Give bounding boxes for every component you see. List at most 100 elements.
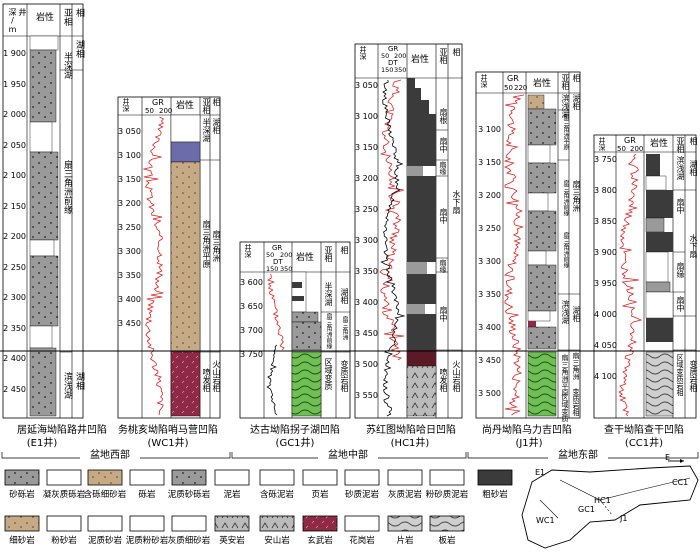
wc1-subfacies-header: 亚相 (202, 98, 211, 114)
depth-tick: 3 150 (355, 143, 378, 152)
depth-tick: 3 750 (594, 155, 617, 164)
region-central: 盆地中部 (318, 446, 378, 461)
cc1-depth-header: 井深 (598, 137, 606, 151)
legend-label: 灰质泥岩 (387, 490, 422, 500)
j1-facies-3: 湖相 (572, 306, 581, 322)
gc1-gr-label: GR (272, 244, 283, 252)
depth-tick: 3 450 (355, 329, 378, 338)
cc1-subfacies-3: 扇缘 (676, 262, 685, 278)
depth-tick: 3 350 (355, 267, 378, 276)
legend-label: 花岗岩 (349, 536, 375, 546)
depth-tick: 3 600 (240, 278, 263, 287)
e1-facies-1: 湖相 (74, 40, 84, 58)
wc1-gr-min: 50 (145, 107, 154, 115)
j1-subfacies-5: 滨浅湖 (561, 300, 570, 324)
depth-tick: 3 500 (355, 360, 378, 369)
legend-label: 凝灰质砾岩 (42, 490, 86, 500)
j1-subfacies-6: 扇三角洲平原 (561, 354, 569, 396)
depth-tick: 2 050 (3, 140, 26, 150)
legend-label: 砂砾岩 (9, 490, 35, 500)
cc1-facies-header: 相 (689, 137, 698, 145)
legend-swatch (344, 469, 380, 486)
depth-tick: 3 450 (118, 319, 141, 328)
hc1-dt-min: 150 (381, 66, 394, 74)
cc1-caption: 查干坳陷查干凹陷 (604, 425, 684, 436)
wc1-gr-label: GR (152, 98, 164, 107)
depth-tick: 3 500 (478, 389, 501, 398)
legend-label: 含砾泥岩 (259, 490, 294, 500)
e1-subfacies-1: 半深湖 (62, 52, 72, 79)
wc1-facies-3: 火山岩相 (212, 360, 221, 392)
hc1-subfacies-4: 扇中 (439, 208, 448, 224)
region-east: 盆地东部 (548, 446, 608, 461)
legend-swatch (429, 515, 465, 532)
j1-gr-label: GR (507, 74, 519, 83)
depth-tick: 2 300 (3, 293, 26, 302)
e1-caption-sub: (E1井) (26, 438, 58, 449)
depth-tick: 3 400 (478, 323, 501, 332)
depth-tick: 3 250 (118, 223, 141, 232)
cc1-subfacies-4: 扇中 (676, 296, 685, 312)
depth-tick: 3 650 (240, 302, 263, 311)
wc1-subfacies-3: 喷发相 (202, 368, 211, 392)
gc1-caption: 达古坳陷拐子湖凹陷 (250, 425, 340, 436)
map-well-wc1: WC1 (536, 516, 555, 525)
hc1-subfacies-header: 亚相 (439, 48, 448, 64)
gc1-subfacies-3: 区域变质 (324, 358, 333, 390)
legend-swatch (429, 469, 465, 486)
legend-label: 安山岩 (264, 536, 290, 546)
cc1-caption-sub: (CC1井) (624, 438, 664, 449)
depth-tick: 3 350 (118, 271, 141, 280)
cc1-subfacies-2: 扇中 (676, 198, 685, 214)
hc1-lith-header: 岩性 (411, 55, 430, 65)
hc1-dt-max: 350 (394, 66, 407, 74)
well-cc1 (593, 134, 697, 419)
j1-subfacies-4: 扇三角洲前缘 (562, 232, 569, 268)
legend-label: 含砾细砂岩 (83, 490, 127, 500)
legend-label: 泥岩 (223, 490, 241, 500)
legend-label: 粉砂质泥岩 (425, 490, 469, 500)
wc1-facies-header: 相 (212, 98, 221, 106)
legend-swatch (477, 469, 513, 486)
legend-label: 砂质泥岩 (344, 490, 379, 500)
cc1-facies-1: 湖相 (689, 160, 698, 176)
hc1-subfacies-3: 扇缘 (439, 161, 447, 175)
legend-swatch (4, 469, 40, 486)
hc1-subfacies-2: 扇中 (439, 137, 448, 153)
map-well-gc1: GC1 (578, 505, 595, 514)
depth-tick: 3 150 (478, 158, 501, 167)
legend-swatch (171, 515, 207, 532)
legend-swatch (259, 515, 295, 532)
legend-swatch (259, 469, 295, 486)
legend-swatch (87, 515, 123, 532)
depth-tick: 3 900 (594, 248, 617, 257)
j1-subfacies-1: 滨浅湖 (561, 94, 570, 118)
depth-tick: 3 550 (355, 391, 378, 400)
depth-tick: 3 850 (594, 217, 617, 226)
depth-tick: 2 350 (3, 323, 26, 333)
legend-swatch (344, 515, 380, 532)
depth-tick: 3 050 (355, 81, 378, 90)
depth-tick: 3 300 (355, 236, 378, 245)
well-j1 (475, 71, 581, 419)
legend-label: 玄武岩 (307, 536, 333, 546)
legend-swatch (171, 469, 207, 486)
well-e1 (2, 3, 84, 419)
legend-swatch (214, 515, 250, 532)
gc1-dt-min: 150 (266, 265, 279, 273)
j1-facies-2: 扇三角洲 (572, 180, 581, 212)
depth-tick: 3 400 (355, 298, 378, 307)
legend-swatch (302, 515, 338, 532)
wc1-subfacies-1: 半深湖 (202, 118, 211, 142)
well-wc1 (117, 96, 221, 419)
gc1-caption-sub: (GC1井) (275, 438, 315, 449)
legend-swatch (214, 469, 250, 486)
cc1-subfacies-1: 滨浅湖 (676, 156, 685, 180)
hc1-depth-header: 井深 (359, 46, 367, 60)
legend-swatch (46, 469, 82, 486)
location-map (521, 459, 699, 549)
wc1-caption-sub: (WC1井) (147, 438, 189, 449)
depth-tick: 3 400 (118, 295, 141, 304)
cc1-lith-header: 岩性 (650, 139, 669, 149)
legend-swatch (387, 515, 423, 532)
